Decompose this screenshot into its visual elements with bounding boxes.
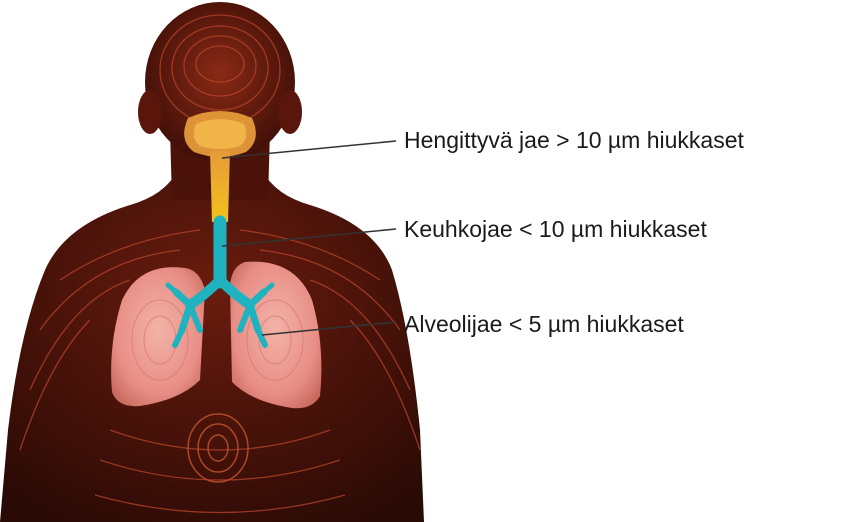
right-ear-shape [278, 90, 302, 134]
label-inhalable-fraction: Hengittyvä jae > 10 µm hiukkaset [404, 126, 744, 154]
label-alveolar-fraction: Alveolijae < 5 µm hiukkaset [404, 310, 684, 338]
label-thoracic-fraction: Keuhkojae < 10 µm hiukkaset [404, 215, 707, 243]
body-silhouette [0, 2, 424, 522]
left-ear-shape [138, 90, 162, 134]
torso-shape [0, 170, 424, 522]
